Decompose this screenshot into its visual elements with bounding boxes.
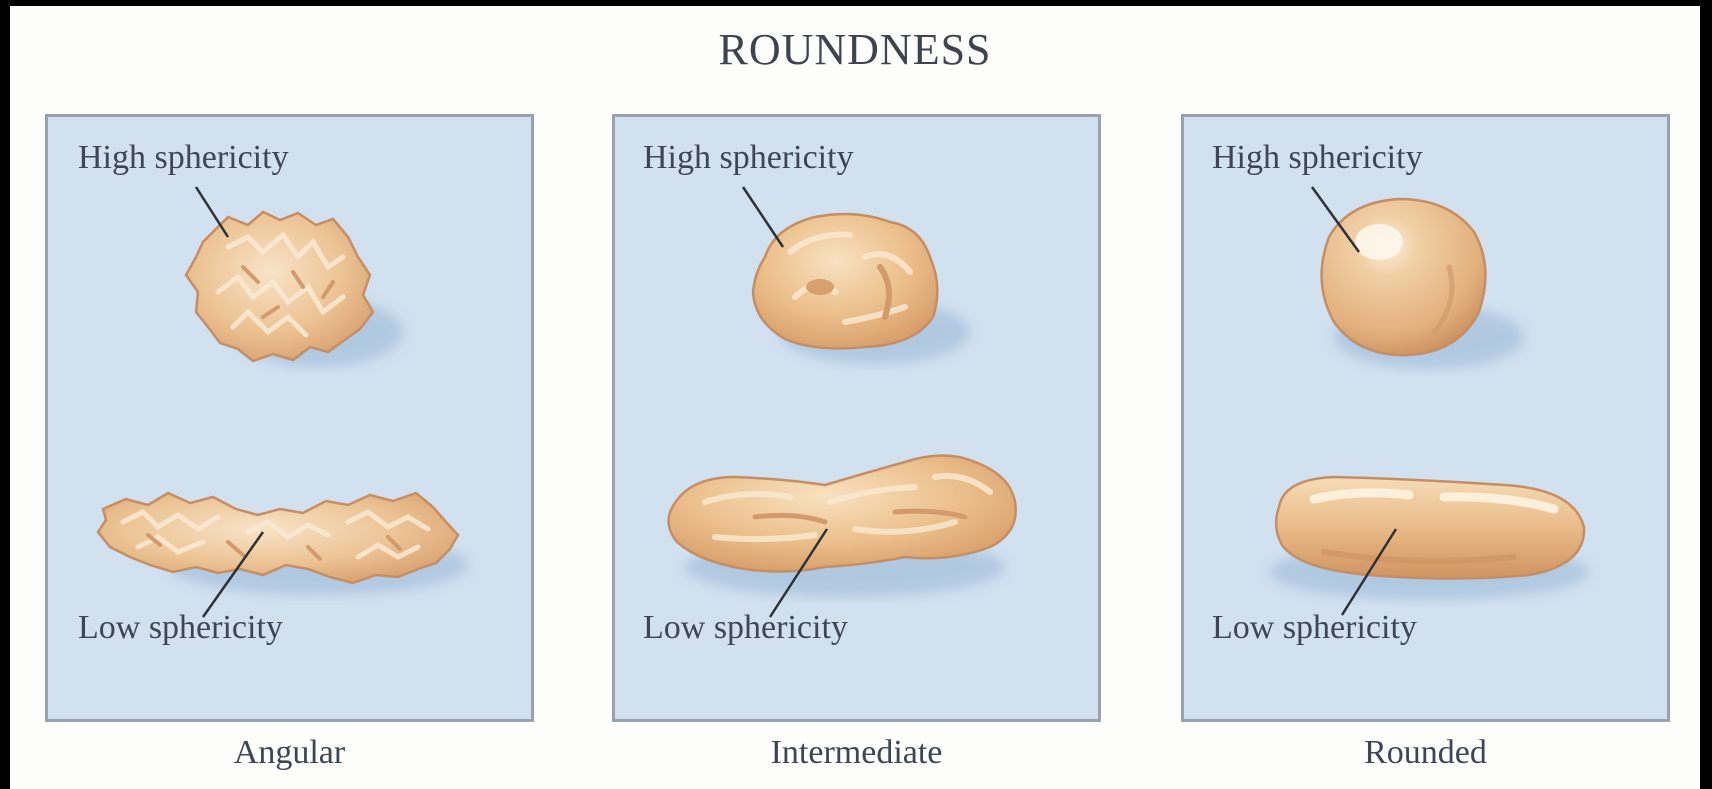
rounded-low-sphericity-label: Low sphericity [1212,609,1417,647]
figure-title: ROUNDNESS [10,24,1700,75]
rounded-high-sphericity-grain [1322,199,1486,355]
intermediate-high-sphericity-label: High sphericity [643,139,854,177]
panel-rounded: High sphericity Low sphericity [1181,114,1670,722]
angular-low-sphericity-label: Low sphericity [78,609,283,647]
angular-high-sphericity-label: High sphericity [78,139,289,177]
angular-high-pointer [196,187,228,237]
caption-angular: Angular [45,734,534,772]
intermediate-low-sphericity-grain [669,456,1016,572]
panel-intermediate: High sphericity Low sphericity [612,114,1101,722]
rounded-high-sphericity-label: High sphericity [1212,139,1423,177]
intermediate-high-pointer [743,187,783,247]
intermediate-low-sphericity-label: Low sphericity [643,609,848,647]
caption-rounded: Rounded [1181,734,1670,772]
figure: ROUNDNESS [10,6,1700,789]
caption-intermediate: Intermediate [612,734,1101,772]
panel-angular: High sphericity Low sphericity [45,114,534,722]
